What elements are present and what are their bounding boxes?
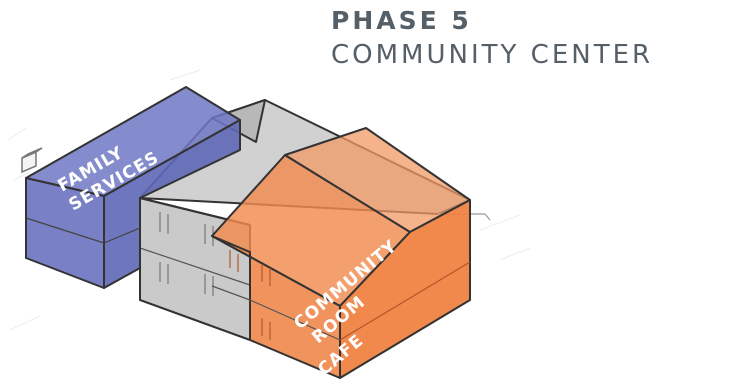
phase-title: PHASE 5: [331, 6, 472, 35]
community-room-block: [211, 127, 471, 379]
page-subtitle: COMMUNITY CENTER: [331, 40, 654, 70]
family-services-block: [25, 86, 241, 289]
sketch-background: [7, 69, 531, 331]
chimney: [21, 147, 43, 174]
title-block: PHASE 5 COMMUNITY CENTER: [331, 4, 653, 72]
